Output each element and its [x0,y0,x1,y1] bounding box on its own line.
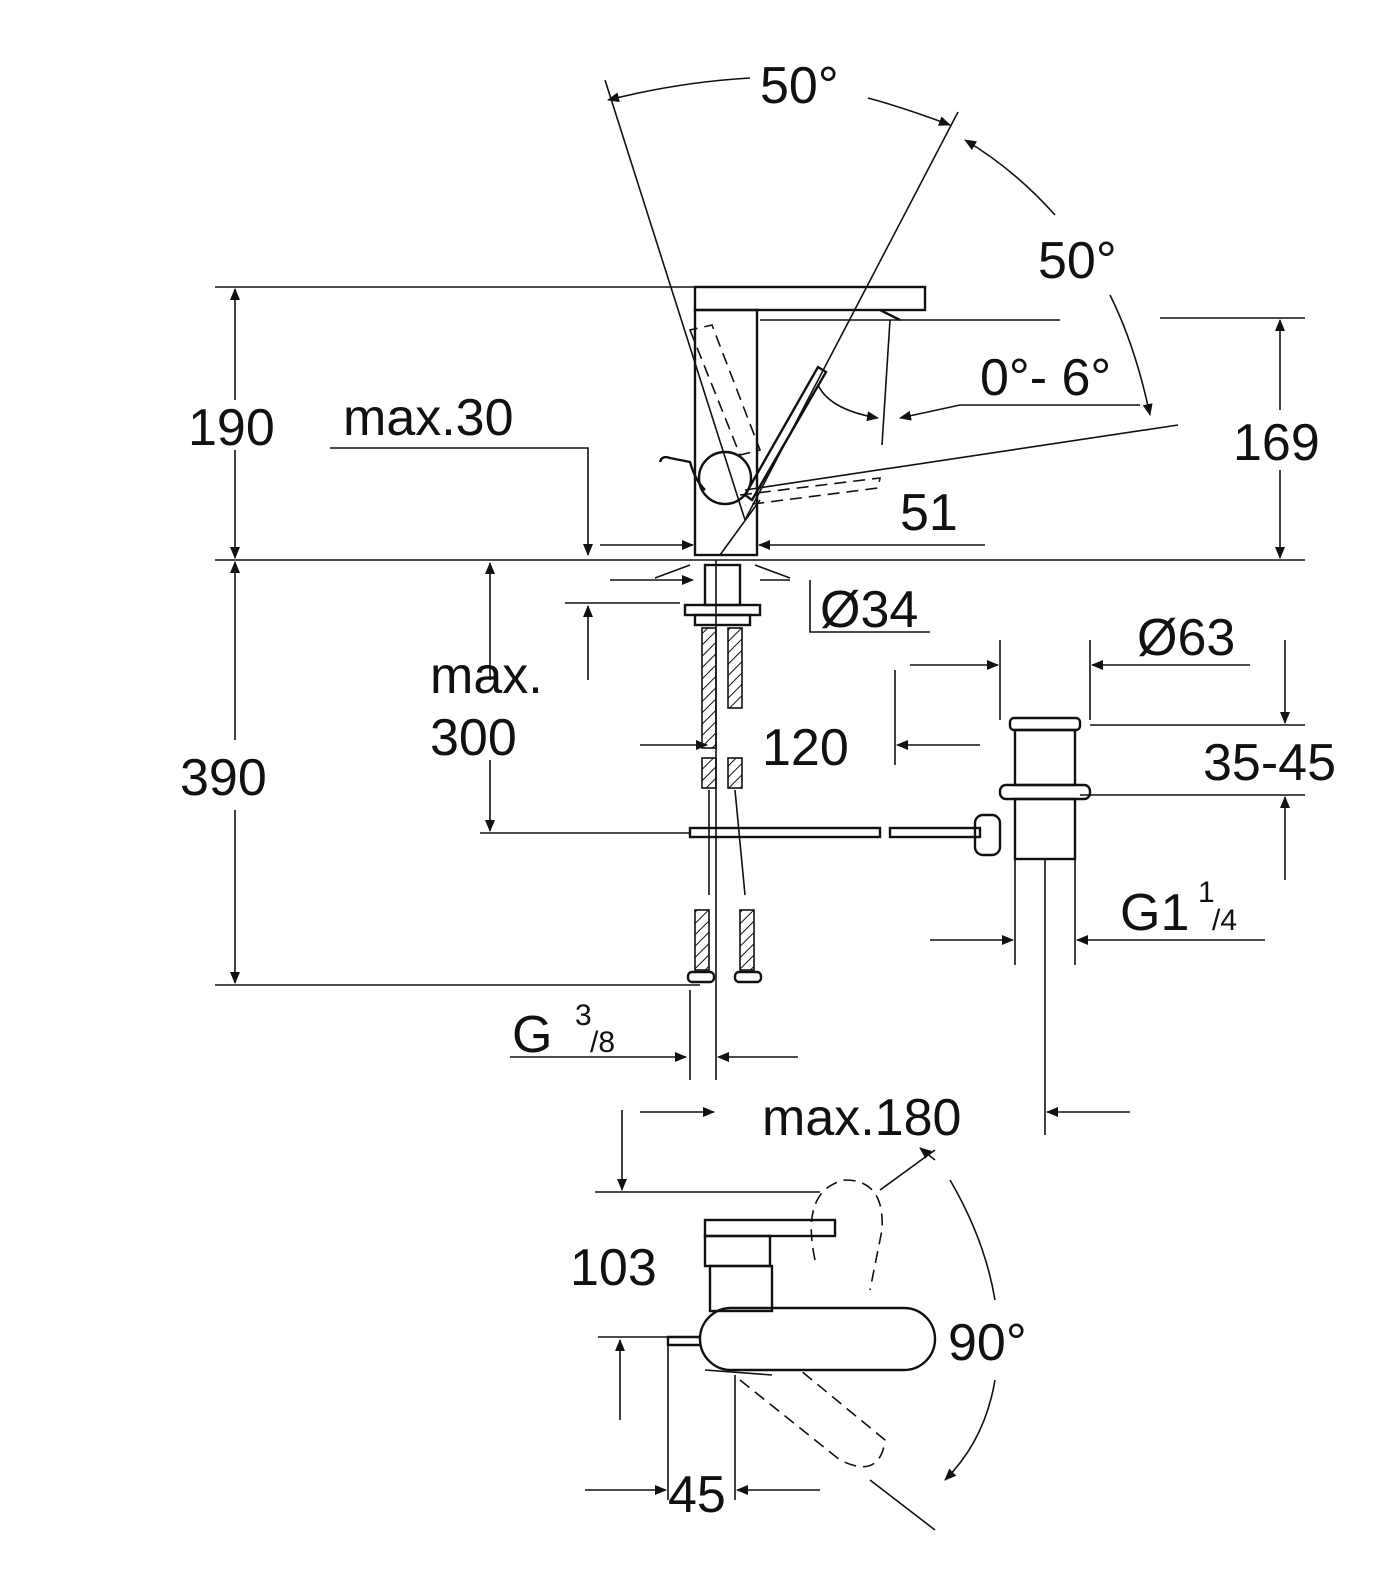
diameter-34-label: Ø34 [820,581,918,639]
width-120-label: 120 [762,719,849,777]
height-190-label: 190 [188,399,275,457]
g1-fraction-numerator: 1 [1198,876,1215,909]
reference-lines [215,286,1305,986]
diameter-63-label: Ø63 [1137,609,1235,667]
angle-right-label: 50° [1038,232,1117,290]
max-30-label: max.30 [343,389,514,447]
pop-up-waste [894,640,1092,1135]
range-35-45-label: 35-45 [1203,734,1336,792]
mounting-assembly [654,560,982,1080]
g1-fraction-denominator: /4 [1212,904,1237,937]
g-fraction-denominator: /8 [590,1026,615,1059]
height-169-label: 169 [1233,414,1320,472]
faucet-top-view [595,1179,937,1500]
tilt-label: 0°- 6° [980,349,1111,407]
width-45-label: 45 [668,1466,726,1524]
angle-90-label: 90° [948,1314,1027,1372]
dimension-arrows [230,77,1290,1531]
angle-top-label: 50° [760,57,839,115]
height-390-label: 390 [180,749,267,807]
g-label: G [512,1006,552,1064]
g-fraction-numerator: 3 [575,999,592,1032]
depth-300-label: 300 [430,709,517,767]
depth-103-label: 103 [570,1239,657,1297]
g1-label: G1 [1120,884,1189,942]
max-label: max. [430,647,543,705]
max-180-label: max.180 [762,1089,961,1147]
faucet-side-view [604,79,1179,557]
width-51-label: 51 [900,484,958,542]
